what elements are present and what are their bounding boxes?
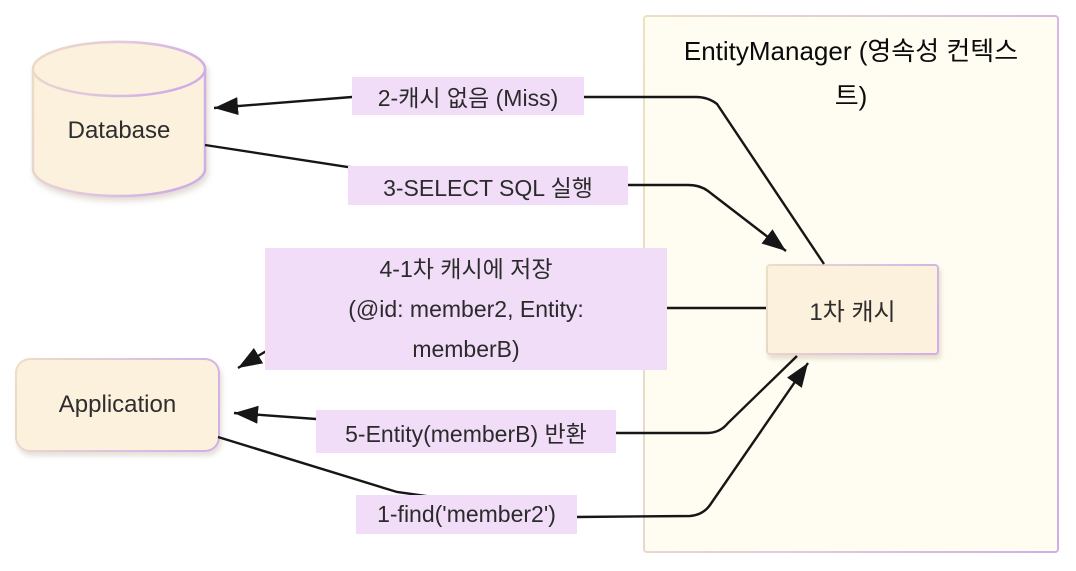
database-cylinder [31, 40, 207, 198]
edge-label-4-store-cache: 4-1차 캐시에 저장 (@id: member2, Entity: membe… [265, 248, 667, 370]
edge-label-4-line2: (@id: member2, Entity: [348, 296, 584, 322]
first-level-cache-label: 1차 캐시 [768, 266, 937, 353]
database-node-label: Database [67, 117, 171, 144]
arrow-3-select-sql [204, 143, 787, 252]
edge-label-4-line1: 4-1차 캐시에 저장 [379, 256, 553, 282]
arrow-1-find [217, 362, 809, 519]
application-node-label: Application [17, 360, 218, 450]
entitymanager-title: EntityManager (영속성 컨텍스 트) [645, 17, 1057, 119]
edge-label-2-cache-miss: 2-캐시 없음 (Miss) [352, 77, 584, 115]
entitymanager-title-line2: 트) [834, 81, 868, 111]
edge-label-5-return-entity: 5-Entity(memberB) 반환 [316, 410, 616, 453]
application-node: Application [15, 358, 220, 452]
arrow-5-return-entity [233, 355, 798, 435]
first-level-cache-node: 1차 캐시 [766, 264, 939, 355]
entitymanager-title-line1: EntityManager (영속성 컨텍스 [683, 36, 1019, 66]
arrow-2-cache-miss [213, 95, 825, 265]
edge-label-3-select-sql: 3-SELECT SQL 실행 [348, 166, 628, 205]
edge-label-1-find: 1-find('member2') [356, 495, 577, 534]
edge-label-4-line3: memberB) [412, 336, 520, 362]
